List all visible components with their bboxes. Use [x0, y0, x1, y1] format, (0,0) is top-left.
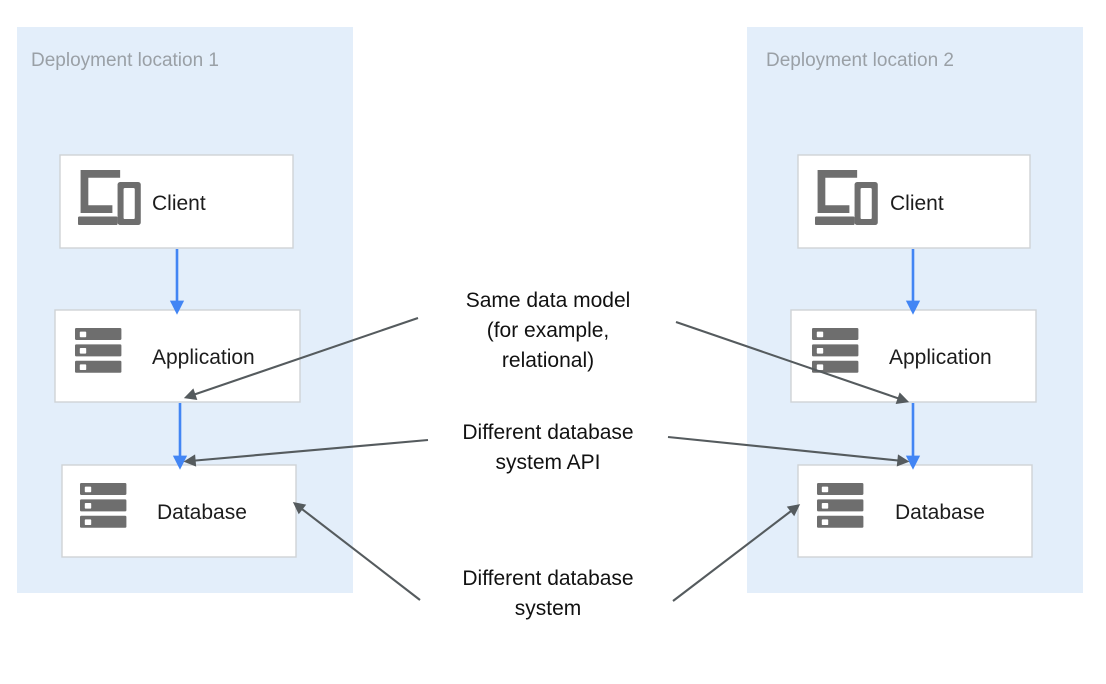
server-stack-icon	[817, 483, 864, 528]
annotation-db-api-line-1: Different database	[462, 421, 633, 444]
node-database-right[interactable]: Database	[797, 464, 1033, 558]
annotation-same-data-model-line-3: relational)	[502, 349, 594, 372]
node-client-right[interactable]: Client	[797, 154, 1031, 249]
annotation-db-system-line-2: system	[515, 597, 582, 620]
callout-line-same-data-model-left	[183, 317, 419, 400]
node-application-left-label: Application	[152, 346, 255, 369]
annotation-different-database-system-api: Different database system API	[462, 421, 633, 474]
callout-line-db-api-right	[667, 435, 910, 467]
annotation-same-data-model-line-2: (for example,	[487, 319, 610, 342]
node-application-left[interactable]: Application	[54, 309, 301, 403]
callout-line-db-system-left	[292, 502, 421, 601]
node-client-left[interactable]: Client	[59, 154, 294, 249]
annotation-different-database-system: Different database system	[462, 567, 633, 620]
node-application-right[interactable]: Application	[790, 309, 1037, 403]
annotation-db-system-line-1: Different database	[462, 567, 633, 590]
deployment-zone-2: Deployment location 2 Client Application	[747, 27, 1083, 593]
node-database-right-label: Database	[895, 501, 985, 524]
zone-2-label: Deployment location 2	[766, 50, 954, 71]
server-stack-icon	[812, 328, 859, 373]
node-database-left-label: Database	[157, 501, 247, 524]
zone-1-label: Deployment location 1	[31, 50, 219, 71]
deployment-zone-1: Deployment location 1 Client Application	[17, 27, 353, 593]
node-client-left-label: Client	[152, 192, 206, 215]
callout-line-same-data-model-right	[675, 321, 910, 404]
node-client-right-label: Client	[890, 192, 944, 215]
server-stack-icon	[80, 483, 127, 528]
annotation-db-api-line-2: system API	[495, 451, 600, 474]
server-stack-icon	[75, 328, 122, 373]
annotation-same-data-model-line-1: Same data model	[466, 289, 631, 312]
annotation-same-data-model: Same data model (for example, relational…	[466, 289, 631, 372]
node-database-left[interactable]: Database	[61, 464, 297, 558]
node-application-right-label: Application	[889, 346, 992, 369]
callout-line-db-api-left	[183, 438, 429, 467]
callout-line-db-system-right	[672, 504, 801, 602]
